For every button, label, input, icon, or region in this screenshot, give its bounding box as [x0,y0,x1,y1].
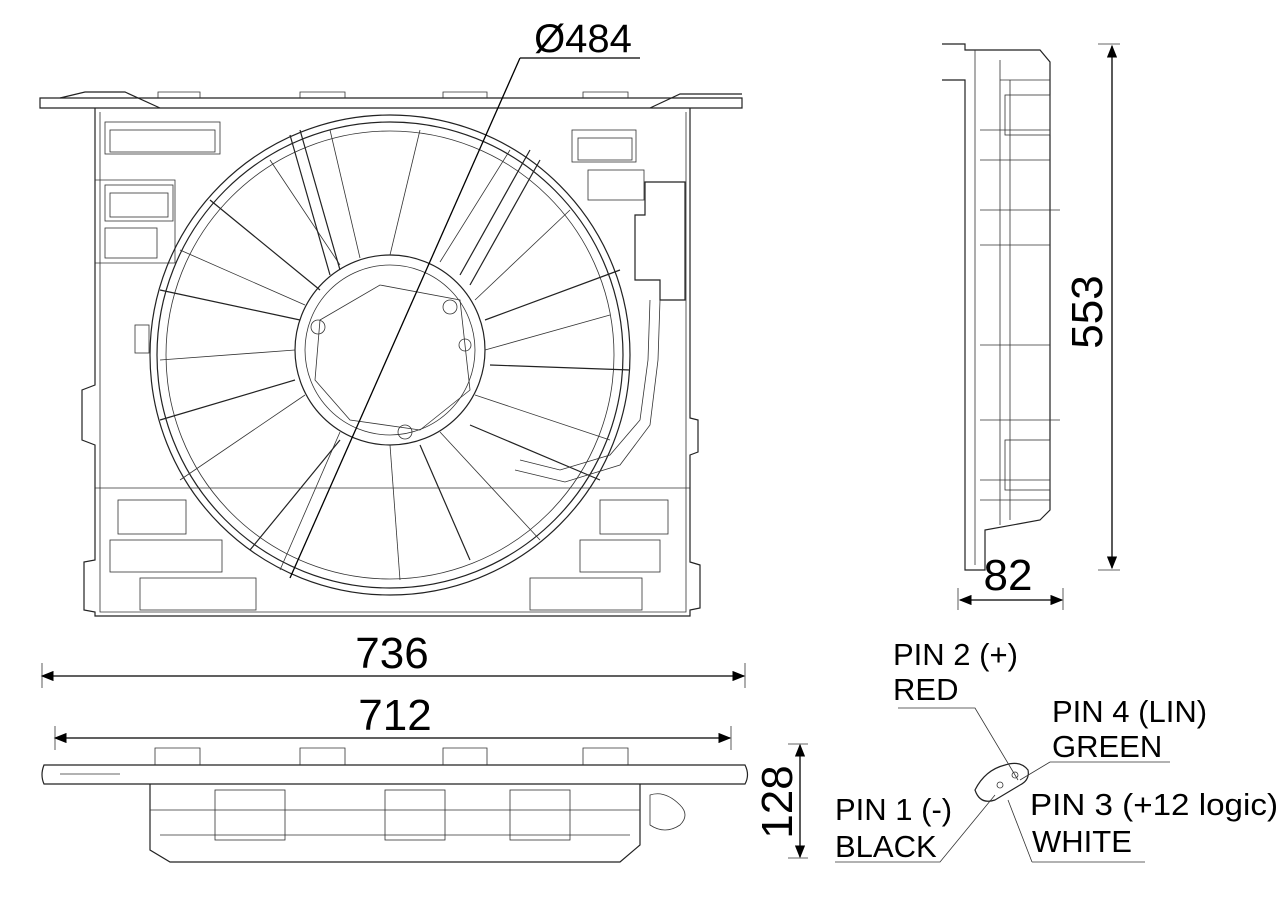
pin3-color: WHITE [1032,824,1132,859]
pin3-name: PIN 3 (+12 logic) [1030,787,1278,822]
pin2-name: PIN 2 (+) [893,637,1018,672]
width-overall-label: 736 [355,629,428,678]
pin1-name: PIN 1 (-) [835,792,952,827]
diameter-label: Ø484 [534,17,632,61]
depth-side-label: 82 [984,551,1033,600]
connector-pinout [835,707,1170,863]
bottom-view [40,663,808,863]
side-view [942,43,1120,610]
height-label: 553 [1063,275,1112,348]
front-view [39,57,743,617]
pin4-color: GREEN [1052,729,1162,764]
pin4-name: PIN 4 (LIN) [1052,694,1207,729]
depth-bottom-label: 128 [753,765,802,838]
width-mount-label: 712 [358,691,431,740]
pin1-color: BLACK [835,829,937,864]
pin2-color: RED [893,672,958,707]
